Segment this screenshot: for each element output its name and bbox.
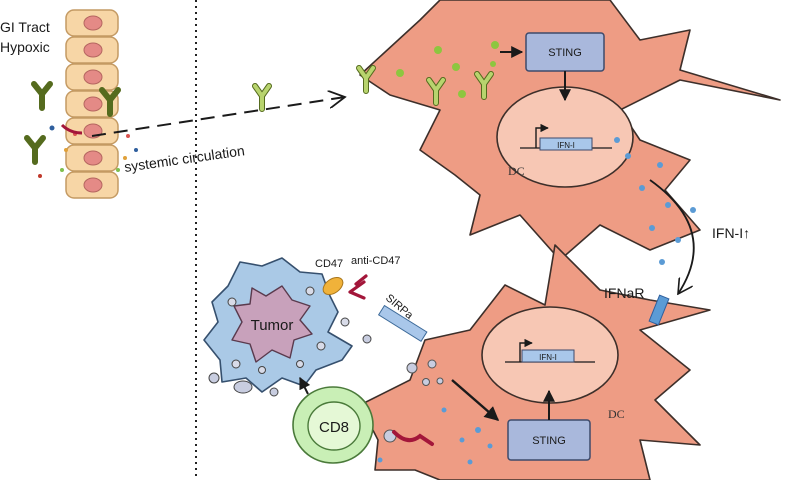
dc-bottom-cell-label: DC [608, 407, 625, 421]
circulation-arrow [91, 97, 345, 137]
cd8-t-cell: CD8 [292, 376, 374, 464]
tumor-debris [208, 334, 372, 397]
cd47-label: CD47 [315, 258, 343, 270]
dc-top-bacteria [356, 65, 494, 106]
dc-top: STING IFN-I DC [356, 0, 781, 261]
dc-bottom-sirpa-receptor [392, 430, 434, 446]
gut-title-line2: Hypoxic [0, 39, 50, 55]
sirpa-receptor [377, 304, 428, 343]
engulfed-fragments [383, 359, 444, 443]
tumor-cell: Tumor CD47 anti-CD47 SIRPa [203, 255, 428, 397]
epithelial-cells [65, 9, 119, 199]
gut-metabolite-dots [38, 125, 138, 178]
gut-bacteria [24, 81, 121, 165]
tumor-label: Tumor [251, 317, 294, 334]
sting-agonist-marker [60, 123, 83, 135]
anti-cd47-antibody [348, 274, 368, 300]
circulation-label: systemic circulation [123, 142, 245, 175]
gut-title-line1: GI Tract [0, 19, 50, 35]
dc-bottom-gene-box [521, 349, 575, 363]
ifn-secretion-dots [614, 137, 696, 265]
dc-top-gene-label: IFN-I [557, 141, 575, 150]
gut-epithelium: GI Tract Hypoxic [0, 9, 138, 199]
dc-bottom-gene-label: IFN-I [539, 353, 557, 362]
tumor-vesicles [227, 286, 350, 374]
phagocytosis-arrow [451, 379, 500, 421]
dc-bottom-blue-dots [377, 407, 493, 465]
dc-top-cell-label: DC [508, 164, 525, 178]
ifnar-label: IFNaR [604, 285, 644, 301]
cd8-nucleus [307, 401, 361, 451]
dc-top-sting-label: STING [548, 47, 582, 59]
dc-bottom: IFN-I STING DC IFNaR [359, 244, 711, 480]
dc-bottom-sting-label: STING [532, 435, 566, 447]
tumor-nucleus [231, 285, 313, 363]
ifnar-receptor [648, 294, 670, 326]
circulating-bacterium [252, 83, 272, 112]
dc-bottom-promoter-arrow [519, 338, 533, 362]
dc-top-gene-box [539, 137, 593, 151]
dc-top-promoter-arrow [535, 123, 549, 148]
ifn-feedback-arrow [649, 179, 695, 294]
dc-top-green-dots [396, 41, 499, 98]
cd8-label: CD8 [319, 419, 349, 436]
anti-cd47-label: anti-CD47 [351, 255, 401, 267]
ifn-increase-label: IFN-I↑ [712, 225, 750, 241]
cd8-kills-tumor-arrow [299, 376, 311, 395]
cd47-protein [322, 276, 344, 296]
